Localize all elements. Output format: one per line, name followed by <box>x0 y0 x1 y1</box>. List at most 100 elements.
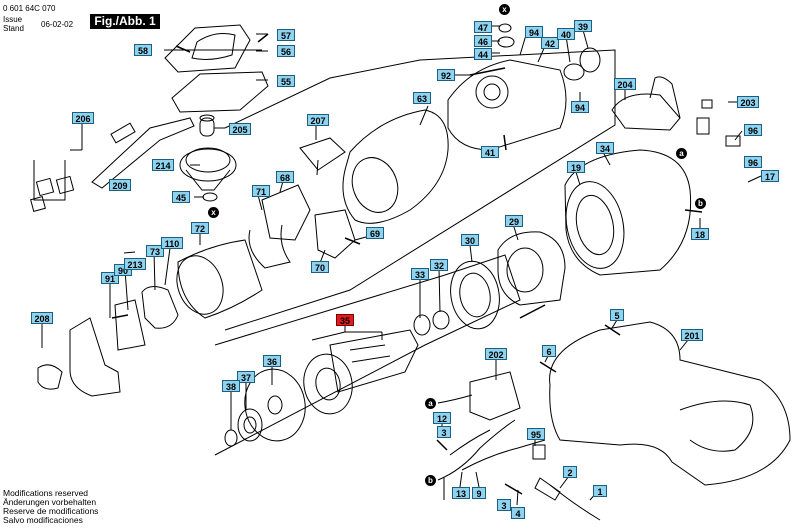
marker-b-housing: b <box>695 198 706 209</box>
part-tag-18: 18 <box>691 228 709 240</box>
wire-a <box>437 394 473 404</box>
part-tag-2: 2 <box>563 466 577 478</box>
ring-32 <box>432 310 450 330</box>
part-tag-209: 209 <box>109 179 131 191</box>
marker-x-gear: x <box>208 207 219 218</box>
part-tag-45: 45 <box>172 191 190 203</box>
part-tag-203: 203 <box>737 96 759 108</box>
part-68 <box>261 184 311 241</box>
part-tag-213: 213 <box>124 258 146 270</box>
part-tag-39: 39 <box>574 20 592 32</box>
part-tag-57: 57 <box>277 29 295 41</box>
part-tag-208: 208 <box>31 312 53 324</box>
front-housing-63 <box>342 109 449 224</box>
part-tag-3-upper: 3 <box>437 426 451 438</box>
part-tag-46: 46 <box>474 35 492 47</box>
part-tag-1: 1 <box>593 485 607 497</box>
gear-housing-42 <box>447 59 567 151</box>
top-cover-plate <box>164 24 251 73</box>
part-tag-37: 37 <box>237 371 255 383</box>
footer-line-1: Modifications reserved <box>3 488 89 498</box>
part-tag-55: 55 <box>277 75 295 87</box>
motor-housing-34 <box>564 149 692 276</box>
part-tag-4: 4 <box>511 507 525 519</box>
part-tag-30: 30 <box>461 234 479 246</box>
stand-label: Stand <box>3 24 24 33</box>
part-tag-12: 12 <box>433 412 451 424</box>
part-tag-207: 207 <box>307 114 329 126</box>
part-70 <box>314 209 356 259</box>
part-tag-201: 201 <box>681 329 703 341</box>
washer-45 <box>202 192 218 202</box>
marker-a-switch: a <box>425 398 436 409</box>
part-tag-96-lower: 96 <box>744 156 762 168</box>
part-tag-32: 32 <box>430 259 448 271</box>
baffle-30 <box>450 260 500 330</box>
part-tag-56: 56 <box>277 45 295 57</box>
pin-205 <box>199 117 215 137</box>
part-tag-6: 6 <box>542 345 556 357</box>
part-tag-202: 202 <box>485 348 507 360</box>
armature-35 <box>329 329 419 393</box>
part-tag-29: 29 <box>505 215 523 227</box>
frame-line-upper <box>224 49 616 331</box>
part-tag-214: 214 <box>152 159 174 171</box>
part-tag-69: 69 <box>366 227 384 239</box>
part-tag-92: 92 <box>437 69 455 81</box>
bearing-46 <box>497 36 515 48</box>
bearing-40 <box>563 63 585 81</box>
part-number: 0 601 64C 070 <box>3 4 56 13</box>
handle-204 <box>611 93 681 131</box>
part-tag-5: 5 <box>610 309 624 321</box>
footer-line-2: Änderungen vorbehalten <box>3 497 97 507</box>
part-tag-42: 42 <box>541 37 559 49</box>
marker-b-switch: b <box>425 475 436 486</box>
part-tag-72: 72 <box>191 222 209 234</box>
part-tag-38: 38 <box>222 380 240 392</box>
part-tag-33: 33 <box>411 268 429 280</box>
part-95 <box>532 444 546 460</box>
handle-housing-201 <box>549 321 791 486</box>
part-tag-19: 19 <box>567 161 585 173</box>
part-tag-94-top: 94 <box>525 26 543 38</box>
part-tag-35-highlighted: 35 <box>336 314 354 326</box>
part-tag-47: 47 <box>474 21 492 33</box>
nose-72 <box>177 239 263 319</box>
lever-209 <box>91 117 195 189</box>
part-tag-96-upper: 96 <box>744 124 762 136</box>
gear-214 <box>179 148 237 182</box>
part-tag-95: 95 <box>527 428 545 440</box>
part-tag-17: 17 <box>761 170 779 182</box>
bearing-38 <box>237 408 263 442</box>
part-tag-68: 68 <box>276 171 294 183</box>
part-tag-110: 110 <box>161 237 183 249</box>
part-tag-63: 63 <box>413 92 431 104</box>
figure-label: Fig./Abb. 1 <box>90 14 160 29</box>
footer-line-3: Reserve de modifications <box>3 506 99 516</box>
marker-a-housing: a <box>676 148 687 159</box>
part-tag-13: 13 <box>452 487 470 499</box>
issue-label: Issue <box>3 15 23 24</box>
part-tag-94-mid: 94 <box>571 101 589 113</box>
gasket-plate <box>171 71 269 113</box>
part-tag-40: 40 <box>557 28 575 40</box>
part-tag-3-lower: 3 <box>497 499 511 511</box>
part-tag-36: 36 <box>263 355 281 367</box>
part-tag-206: 206 <box>72 112 94 124</box>
ring-39 <box>579 47 601 73</box>
bearing-33 <box>413 314 431 336</box>
shoe-208 <box>69 317 121 397</box>
part-tag-41: 41 <box>481 146 499 158</box>
part-tag-73: 73 <box>146 245 164 257</box>
part-tag-204: 204 <box>614 78 636 90</box>
part-tag-205: 205 <box>229 123 251 135</box>
part-tag-71: 71 <box>252 185 270 197</box>
frame-line-lower <box>214 254 521 456</box>
plate-73 <box>141 286 179 329</box>
switch-202 <box>469 371 521 421</box>
bellows-207 <box>299 137 346 171</box>
ring-38 <box>224 429 238 447</box>
wire-b <box>437 419 516 481</box>
